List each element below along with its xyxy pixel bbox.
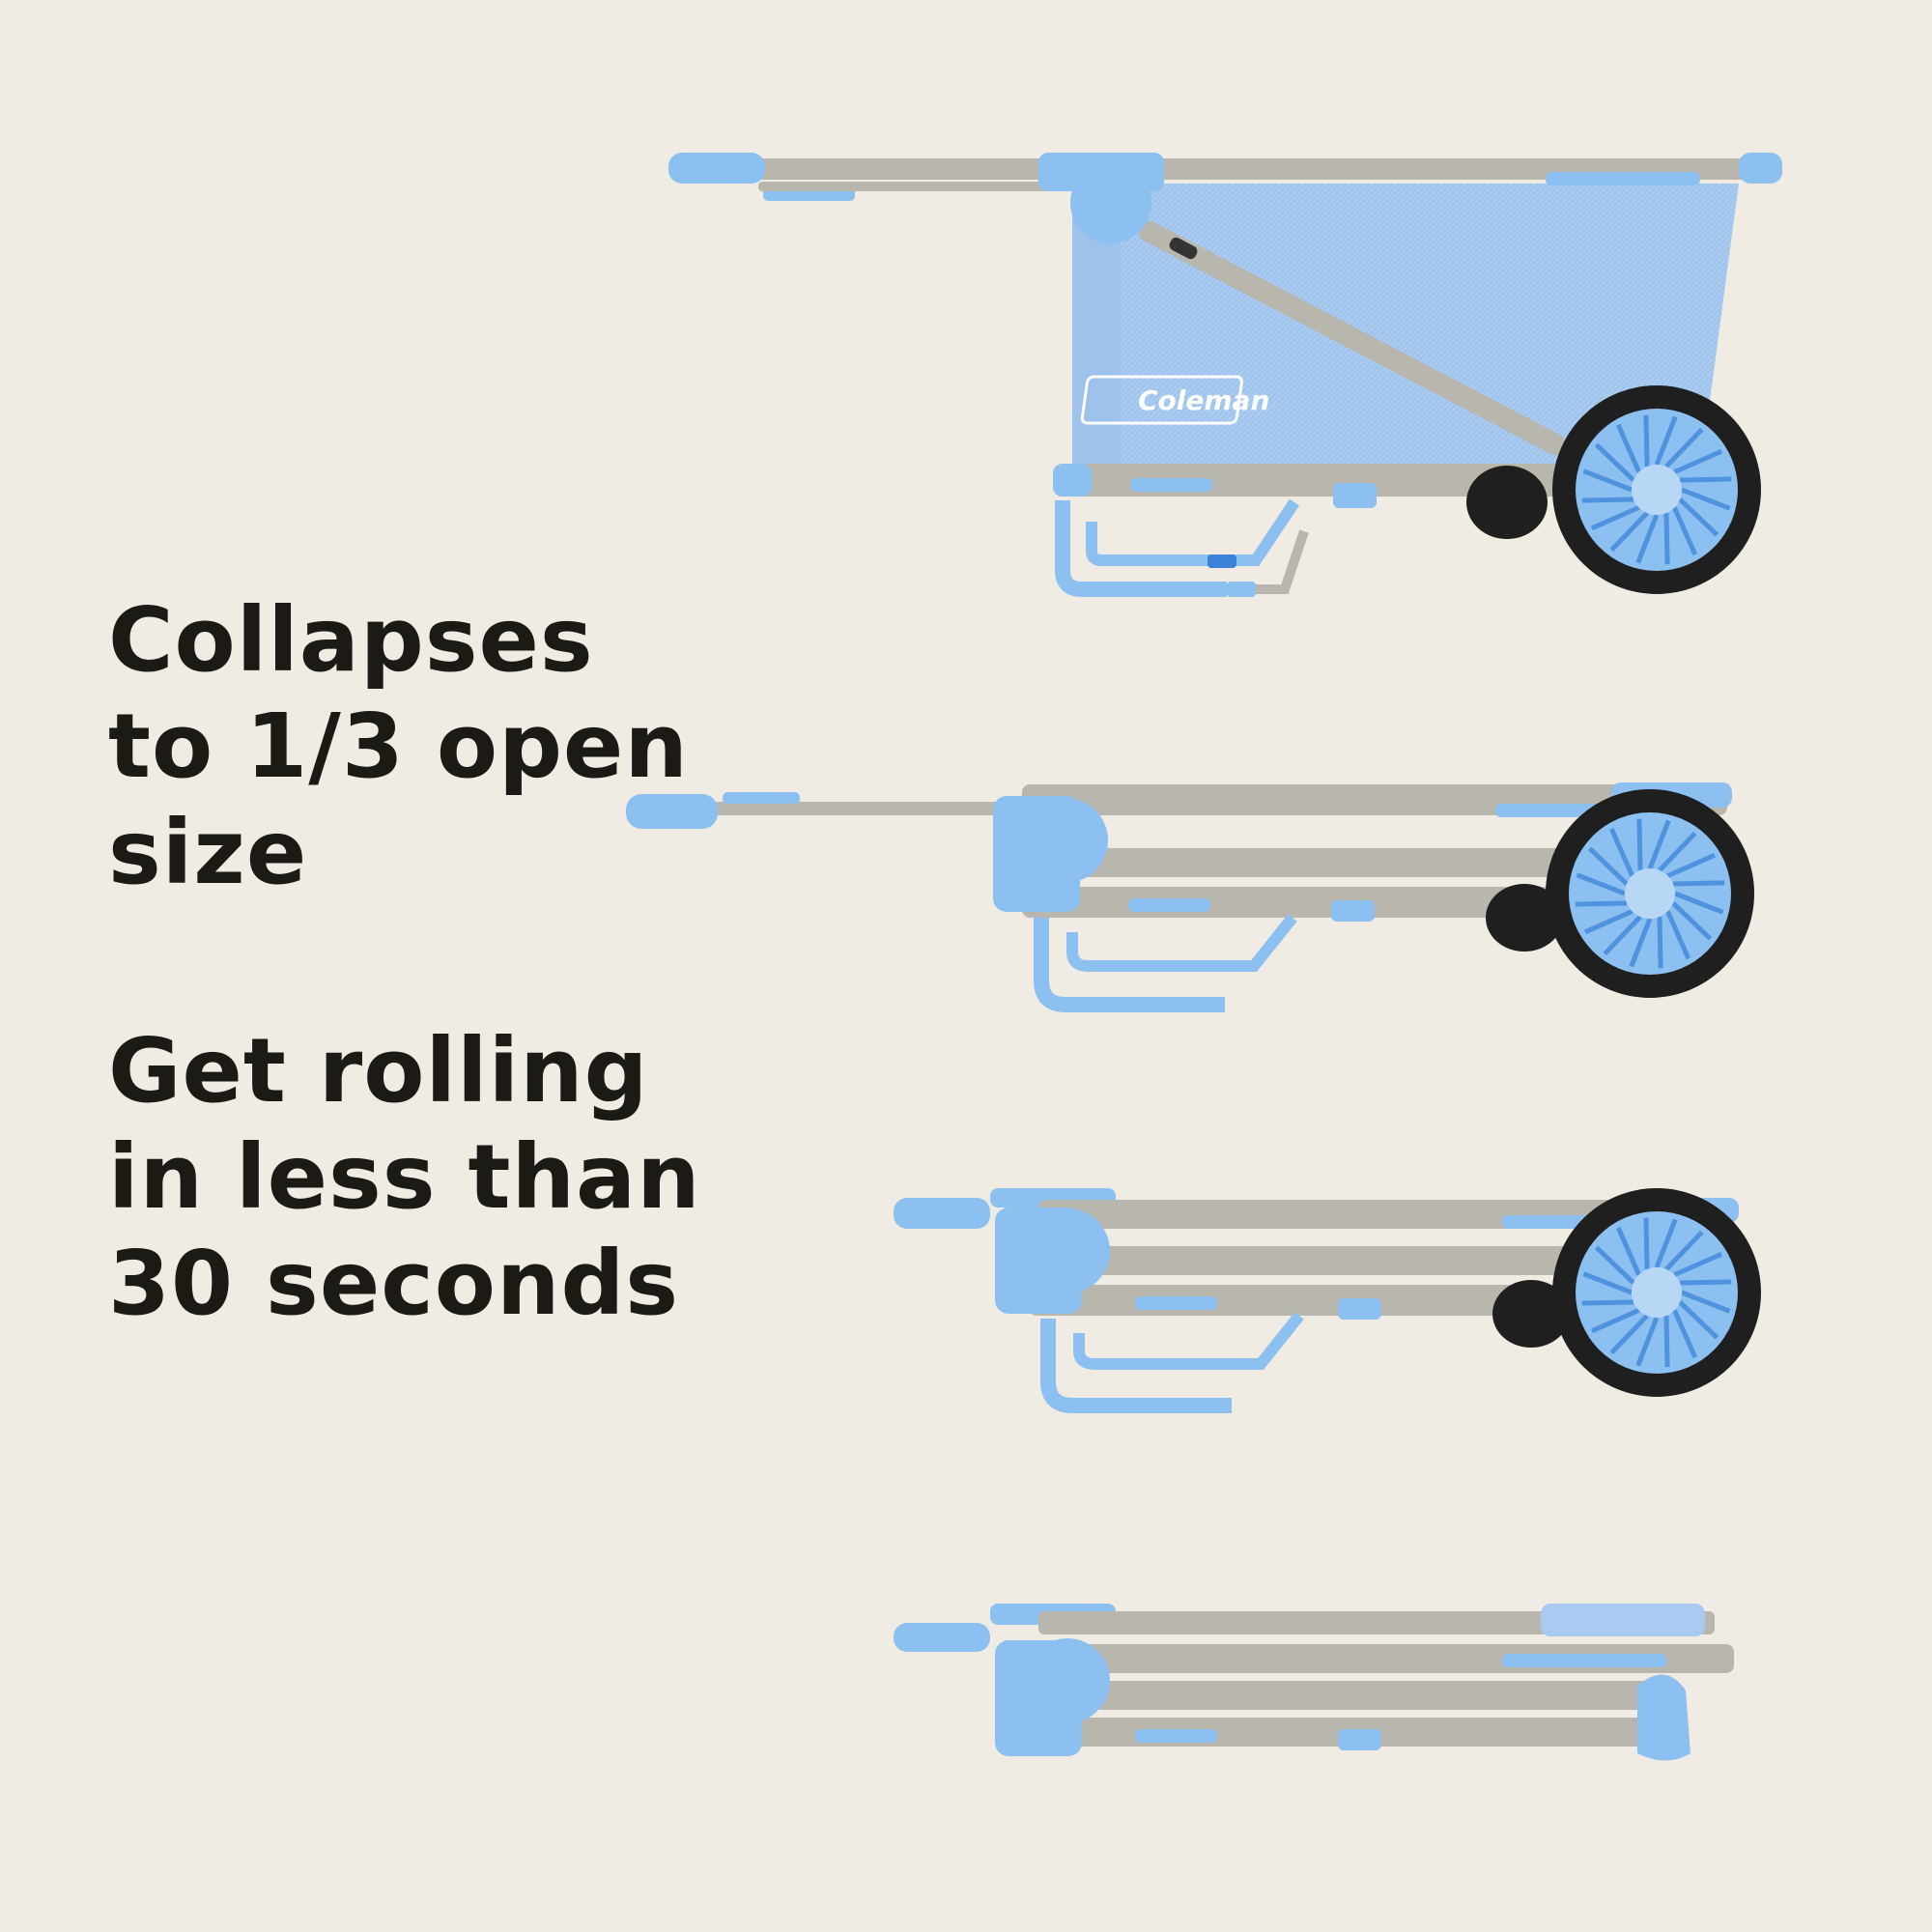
- svg-text:Coleman: Coleman: [1138, 384, 1269, 416]
- wheel-spoke: [1629, 918, 1653, 968]
- collapse-claim: Collapses to 1/3 open size: [108, 587, 689, 906]
- hinge-knob: [1070, 162, 1151, 243]
- wheel-spoke: [1664, 1230, 1704, 1271]
- hinge-knob: [1025, 1638, 1110, 1723]
- hinge-knob: [1025, 1208, 1110, 1293]
- wheel-spoke: [1609, 1314, 1649, 1355]
- collapsed-wagon-with-handle: [626, 782, 1754, 1012]
- wheel-spoke: [1581, 497, 1634, 503]
- coleman-logo: Coleman: [1080, 375, 1269, 425]
- wheel-spoke: [1590, 505, 1640, 531]
- wheel-spoke: [1609, 511, 1649, 553]
- rear-wheel: [1546, 789, 1754, 998]
- wheel-spoke: [1673, 448, 1723, 474]
- wheel-spoke: [1681, 487, 1731, 511]
- setup-time-claim-line-3: 30 seconds: [108, 1232, 680, 1335]
- wheel-spoke: [1615, 1226, 1641, 1276]
- wheel-spoke: [1594, 1245, 1635, 1285]
- wheel-spoke: [1603, 915, 1642, 956]
- wheel-spoke: [1590, 1308, 1640, 1334]
- wheel-spoke: [1658, 831, 1697, 872]
- wheel-spoke: [1664, 427, 1704, 469]
- rear-wheel: [1552, 1188, 1761, 1397]
- top-rail: [676, 158, 1777, 180]
- wheel-spoke: [1657, 916, 1663, 969]
- wheel-spoke: [1681, 1290, 1731, 1314]
- wheel-spoke: [1587, 846, 1629, 886]
- wheel-spoke: [1594, 442, 1635, 482]
- collapsed-wagon-handle-folded: [894, 1188, 1761, 1413]
- wheel-spoke: [1672, 1309, 1698, 1359]
- wheel-spoke: [1678, 497, 1719, 537]
- wheel-spoke: [1663, 512, 1670, 565]
- wheel-spoke: [1576, 872, 1626, 896]
- setup-time-claim-line-1: Get rolling: [108, 1019, 649, 1122]
- wheel-spoke: [1635, 1317, 1660, 1367]
- setup-time-claim: Get rolling in less than 30 seconds: [108, 1018, 701, 1337]
- wheel-spoke: [1647, 819, 1671, 869]
- wheel-spoke: [1663, 1315, 1670, 1368]
- pull-handle: [636, 802, 1070, 815]
- wheel-spoke: [1678, 1300, 1719, 1340]
- wheel-spoke: [1665, 910, 1691, 960]
- handle-grip: [668, 153, 765, 184]
- rear-wheel: [1552, 385, 1761, 594]
- hinge-knob: [1023, 798, 1108, 883]
- wheel-spoke: [1608, 827, 1634, 877]
- wheel-spoke: [1679, 476, 1732, 483]
- wheel-spoke: [1582, 1271, 1633, 1295]
- wheel-spoke: [1581, 1299, 1634, 1306]
- wheel-spoke: [1672, 880, 1725, 887]
- diagonal-brace: [1139, 221, 1566, 455]
- wheel-spoke: [1679, 1279, 1732, 1286]
- wheel-spoke: [1643, 1217, 1650, 1270]
- wheel-spoke: [1672, 506, 1698, 556]
- wheel-spoke: [1635, 514, 1660, 564]
- setup-time-claim-line-2: in less than: [108, 1125, 701, 1229]
- wheel-mount: [1637, 1674, 1690, 1761]
- wheel-spoke: [1654, 415, 1678, 466]
- wheel-spoke: [1615, 423, 1641, 473]
- collapse-claim-line-3: size: [108, 801, 308, 904]
- wheel-spoke: [1654, 1218, 1678, 1268]
- wheel-spoke: [1673, 1251, 1723, 1277]
- folded-flat-wagon: [894, 1604, 1734, 1761]
- fully-open-wagon: Coleman: [668, 153, 1782, 597]
- wheel-spoke: [1636, 818, 1643, 871]
- wheel-spoke: [1674, 891, 1724, 915]
- collapse-claim-line-2: to 1/3 open: [108, 695, 689, 798]
- wheel-spoke: [1666, 852, 1717, 878]
- wheel-spoke: [1643, 414, 1650, 468]
- collapse-claim-line-1: Collapses: [108, 588, 594, 692]
- wheel-spoke: [1575, 900, 1628, 907]
- wheel-spoke: [1583, 909, 1634, 935]
- wheel-spoke: [1582, 469, 1633, 493]
- wheel-spoke: [1671, 901, 1713, 941]
